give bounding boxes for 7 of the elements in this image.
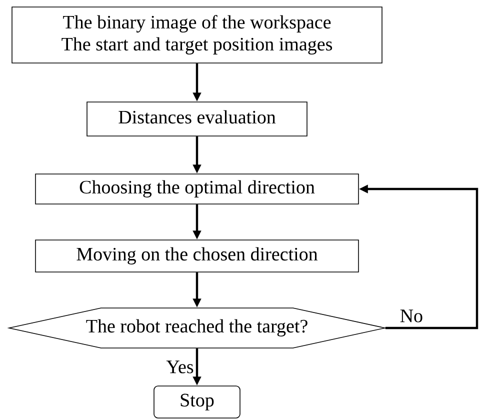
terminal-box: Stop [154, 386, 240, 418]
process-box: The binary image of the workspace The start and target position images [12, 6, 382, 64]
process-box: Choosing the optimal direction [35, 174, 359, 204]
process-box: Moving on the chosen direction [35, 240, 359, 272]
edge-label: Yes [166, 360, 194, 374]
edge-label: No [400, 310, 422, 322]
process-box: Distances evaluation [86, 102, 308, 136]
